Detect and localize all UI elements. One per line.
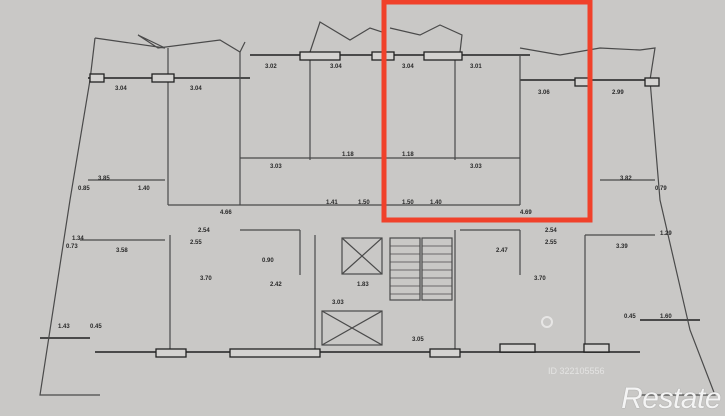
svg-text:0.45: 0.45 (90, 324, 102, 330)
walls (40, 22, 715, 395)
svg-text:0.73: 0.73 (66, 244, 78, 250)
svg-text:1.41: 1.41 (326, 200, 338, 206)
svg-text:2.99: 2.99 (612, 90, 624, 96)
svg-text:4.66: 4.66 (220, 210, 232, 216)
svg-text:1.83: 1.83 (357, 282, 369, 288)
svg-text:3.05: 3.05 (412, 337, 424, 343)
dimension-labels: 3.04 3.04 3.02 3.04 3.04 3.01 3.06 2.99 3.85… (58, 64, 672, 343)
svg-text:1.43: 1.43 (58, 324, 70, 330)
svg-text:2.42: 2.42 (270, 282, 282, 288)
svg-text:3.03: 3.03 (470, 164, 482, 170)
svg-text:3.04: 3.04 (402, 64, 414, 70)
svg-text:0.79: 0.79 (655, 186, 667, 192)
svg-text:1.40: 1.40 (430, 200, 442, 206)
svg-text:2.54: 2.54 (198, 228, 210, 234)
location-pin-icon (542, 317, 552, 327)
svg-text:3.01: 3.01 (470, 64, 482, 70)
svg-text:3.39: 3.39 (616, 244, 628, 250)
svg-text:3.06: 3.06 (538, 90, 550, 96)
svg-text:0.85: 0.85 (78, 186, 90, 192)
svg-text:1.18: 1.18 (402, 152, 414, 158)
svg-text:3.82: 3.82 (620, 176, 632, 182)
svg-text:3.02: 3.02 (265, 64, 277, 70)
svg-text:2.47: 2.47 (496, 248, 508, 254)
svg-text:3.03: 3.03 (332, 300, 344, 306)
listing-id-watermark: ID 322105556 (548, 366, 605, 376)
svg-text:3.70: 3.70 (534, 276, 546, 282)
svg-text:1.50: 1.50 (358, 200, 370, 206)
svg-text:0.45: 0.45 (624, 314, 636, 320)
svg-text:2.55: 2.55 (545, 240, 557, 246)
svg-text:1.34: 1.34 (72, 236, 84, 242)
svg-text:3.85: 3.85 (98, 176, 110, 182)
svg-text:1.50: 1.50 (402, 200, 414, 206)
svg-text:0.90: 0.90 (262, 258, 274, 264)
svg-text:2.55: 2.55 (190, 240, 202, 246)
svg-text:3.04: 3.04 (190, 86, 202, 92)
svg-text:1.18: 1.18 (342, 152, 354, 158)
svg-text:3.03: 3.03 (270, 164, 282, 170)
svg-text:1.60: 1.60 (660, 314, 672, 320)
svg-text:4.69: 4.69 (520, 210, 532, 216)
svg-text:3.04: 3.04 (115, 86, 127, 92)
svg-text:3.70: 3.70 (200, 276, 212, 282)
svg-text:1.40: 1.40 (138, 186, 150, 192)
svg-text:3.58: 3.58 (116, 248, 128, 254)
restate-logo: Restate (621, 382, 721, 416)
svg-text:1.29: 1.29 (660, 231, 672, 237)
svg-text:3.04: 3.04 (330, 64, 342, 70)
svg-text:2.54: 2.54 (545, 228, 557, 234)
highlight-box (384, 2, 590, 220)
